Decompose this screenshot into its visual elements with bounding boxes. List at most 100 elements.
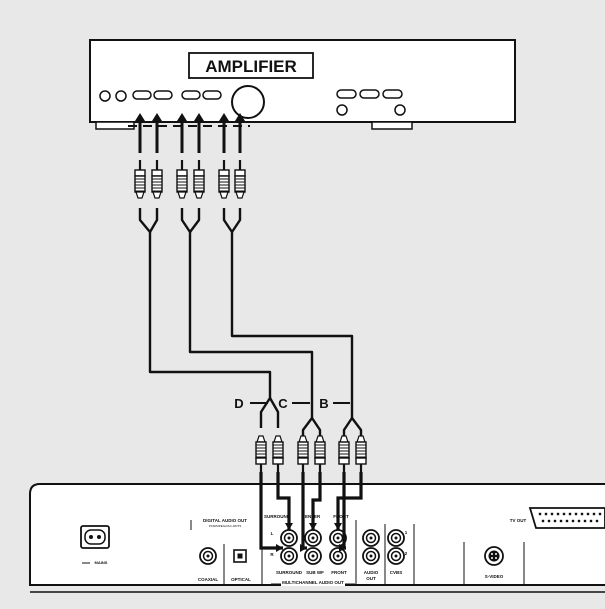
rca-plug-lower-1	[255, 435, 267, 472]
rca-plug-lower-4	[314, 435, 326, 472]
audio-out-r-jack	[362, 547, 380, 565]
cvbs-label: CVBS	[390, 570, 403, 575]
scart-pin	[550, 512, 554, 516]
front-l-jack	[329, 529, 347, 547]
route-subwoofer	[300, 472, 307, 552]
lower-rca-plugs	[255, 435, 367, 472]
scart-pin	[592, 512, 596, 516]
tv-out-label: TV OUT	[510, 518, 527, 523]
amp-knob-3	[336, 104, 348, 116]
arrow-into-amp-6	[235, 113, 245, 153]
s-video-pin-4	[495, 557, 497, 559]
center-label: CENTER	[302, 514, 321, 519]
amp-knob-1	[99, 90, 111, 102]
rca-plug-lower-2	[272, 435, 284, 472]
cable-routing	[138, 208, 363, 436]
route-center	[309, 472, 322, 530]
scart-pin	[544, 512, 548, 516]
arrow-into-amp-5	[219, 113, 229, 153]
route-front-l	[334, 472, 363, 530]
amp-volume-knob	[231, 85, 265, 119]
front-r-jack	[329, 547, 347, 565]
cable-label-c: C	[278, 396, 288, 411]
arrow-into-amp-2	[152, 113, 162, 153]
scart-pin	[595, 519, 599, 523]
arrow-into-amp-3	[177, 113, 187, 153]
scart-pin	[598, 512, 602, 516]
scart-pin	[553, 519, 557, 523]
scart-pin	[568, 512, 572, 516]
cable-c	[180, 208, 314, 436]
amp-slot-4	[202, 90, 222, 100]
scart-pin	[580, 512, 584, 516]
rca-plug-lower-5	[338, 435, 350, 472]
upper-rca-plugs	[134, 160, 246, 199]
audio-out-label-1: AUDIO	[364, 570, 379, 575]
cable-label-d: D	[234, 396, 243, 411]
cable-c-branch	[189, 208, 322, 436]
amp-slot-1	[132, 90, 152, 100]
player-back-panel: MAINS DIGITAL AUDIO OUT PCM/MPEG2/AC-3/D…	[29, 483, 605, 593]
s-video-jack-inner	[488, 550, 500, 562]
amplifier-foot-right	[371, 121, 413, 130]
rca-plug-upper-4	[193, 160, 205, 199]
s-video-pin-3	[491, 557, 493, 559]
multichannel-jacks	[280, 529, 405, 565]
mains-socket-inner	[84, 529, 106, 545]
amplifier-label-box	[188, 52, 314, 79]
optical-jack-inner	[237, 553, 243, 559]
audio-out-label-2: OUT	[366, 576, 376, 581]
center-jack	[304, 529, 322, 547]
cvbs-number-2: 2	[405, 551, 408, 556]
upper-arrows	[135, 113, 245, 153]
scart-pin	[589, 519, 593, 523]
arrow-into-amp-4	[194, 113, 204, 153]
s-video-pin-1	[491, 553, 493, 555]
r-label-surround: R	[270, 552, 274, 557]
sub-wf-label: SUB WF	[306, 570, 324, 575]
scart-pins	[538, 512, 602, 523]
amp-slot-3	[181, 90, 201, 100]
optical-label: OPTICAL	[231, 577, 251, 582]
route-surround-r	[259, 472, 283, 552]
scart-pin	[583, 519, 587, 523]
amp-slot-2	[153, 90, 173, 100]
digital-audio-sub-label: PCM/MPEG2/AC-3/DTS	[209, 524, 242, 528]
multichannel-label: MULTICHANNEL AUDIO OUT	[282, 580, 344, 585]
surround-top-label: SURROUND	[264, 514, 291, 519]
rca-plug-lower-3	[297, 435, 309, 472]
s-video-pin-2	[495, 553, 497, 555]
rca-plug-upper-1	[134, 160, 146, 199]
front-bottom-label: FRONT	[331, 570, 347, 575]
surround-bottom-label: SURROUND	[276, 570, 303, 575]
rca-plug-upper-6	[234, 160, 246, 199]
rca-plug-upper-3	[176, 160, 188, 199]
cvbs-1-jack	[387, 529, 405, 547]
coaxial-jack-pin	[206, 554, 210, 558]
digital-audio-out-label: DIGITAL AUDIO OUT	[203, 518, 247, 523]
rca-plug-lower-6	[355, 435, 367, 472]
route-surround-l	[276, 472, 293, 530]
cvbs-2-jack	[387, 547, 405, 565]
amp-knob-2	[115, 90, 127, 102]
surround-r-jack	[280, 547, 298, 565]
arrow-into-amp-1	[135, 113, 145, 153]
amplifier-label: AMPLIFIER	[205, 57, 297, 76]
cable-d	[138, 208, 272, 428]
scart-pin	[559, 519, 563, 523]
l-label-surround: L	[271, 531, 274, 536]
mains-pin-2	[97, 535, 101, 539]
amp-slot-6	[359, 89, 380, 99]
rca-plug-upper-5	[218, 160, 230, 199]
cable-label-b: B	[319, 396, 328, 411]
rca-plug-upper-2	[151, 160, 163, 199]
cable-d-branch	[148, 208, 280, 428]
surround-l-jack	[280, 529, 298, 547]
scart-pin	[541, 519, 545, 523]
mains-label: MAINS	[95, 560, 108, 565]
amp-slot-5	[336, 89, 357, 99]
coaxial-label: COAXIAL	[198, 577, 219, 582]
scart-pin	[556, 512, 560, 516]
audio-out-l-jack	[362, 529, 380, 547]
